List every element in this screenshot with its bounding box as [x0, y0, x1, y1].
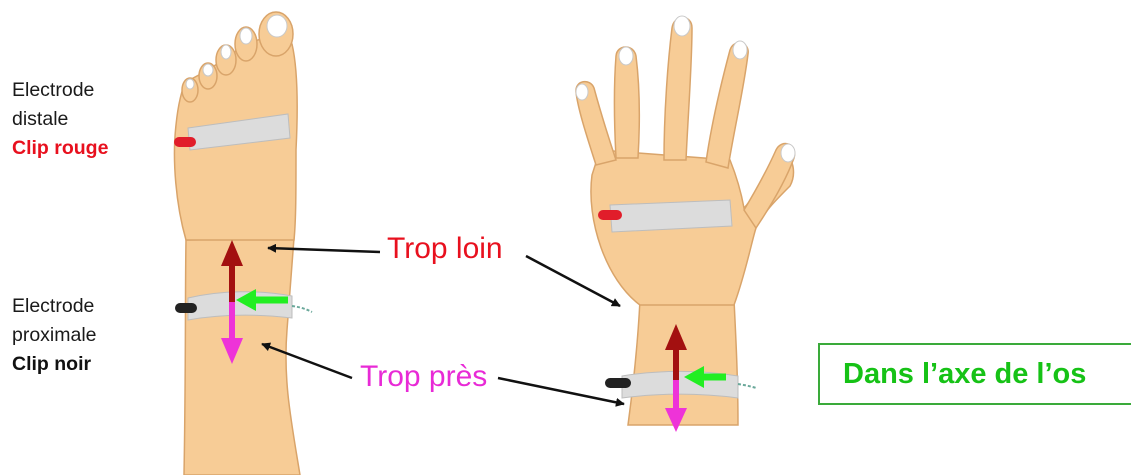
foot-illustration: [174, 12, 312, 475]
hand-distal-electrode: [610, 200, 732, 232]
foot-red-clip: [174, 137, 196, 147]
distal-electrode-label: Electrode distale Clip rouge: [12, 76, 108, 163]
axe-de-los-box: Dans l’axe de l’os: [818, 343, 1131, 405]
foot-black-clip: [175, 303, 197, 313]
forearm-shape: [628, 300, 738, 425]
clip-rouge-label: Clip rouge: [12, 134, 108, 163]
proximal-line2: proximale: [12, 321, 97, 350]
hand-black-clip: [605, 378, 631, 388]
clip-noir-label: Clip noir: [12, 350, 97, 379]
proximal-line1: Electrode: [12, 292, 97, 321]
leg-shape: [184, 238, 300, 475]
distal-line1: Electrode: [12, 76, 108, 105]
trop-loin-label: Trop loin: [387, 232, 503, 266]
hand-illustration: [576, 16, 795, 432]
proximal-electrode-label: Electrode proximale Clip noir: [12, 292, 97, 379]
trop-pres-label: Trop près: [360, 360, 487, 394]
distal-line2: distale: [12, 105, 108, 134]
pointer-trop-loin-hand: [526, 256, 620, 306]
hand-cable: [738, 384, 756, 388]
hand-red-clip: [598, 210, 622, 220]
axe-de-los-label: Dans l’axe de l’os: [843, 357, 1086, 391]
pointer-trop-pres-hand: [498, 378, 624, 404]
foot-cable: [292, 306, 312, 312]
